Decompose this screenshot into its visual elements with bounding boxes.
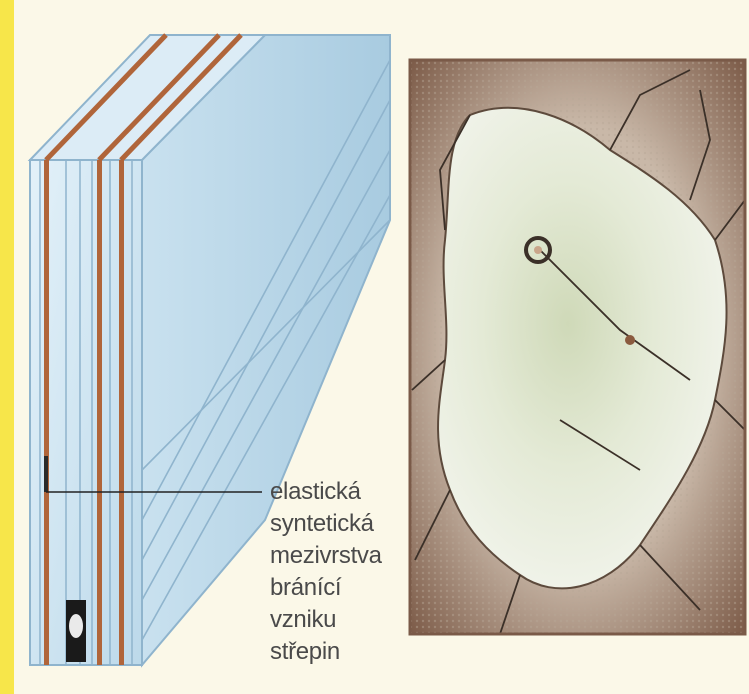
left-border-strip xyxy=(0,0,14,694)
annotation-line-2: syntetická xyxy=(270,508,400,540)
interlayer-annotation: elastická syntetická mezivrstva bránící … xyxy=(270,476,400,668)
impact-point-2 xyxy=(625,335,635,345)
bottom-pin xyxy=(69,614,83,638)
annotation-line-3: mezivrstva xyxy=(270,540,400,572)
annotation-line-5: vzniku xyxy=(270,604,400,636)
annotation-line-4: bránící xyxy=(270,572,400,604)
annotation-line-1: elastická xyxy=(270,476,400,508)
annotation-line-6: střepin xyxy=(270,636,400,668)
interlayer-mark xyxy=(44,456,48,492)
impact-point-1-center xyxy=(534,246,542,254)
shattered-glass-photo xyxy=(410,60,745,634)
